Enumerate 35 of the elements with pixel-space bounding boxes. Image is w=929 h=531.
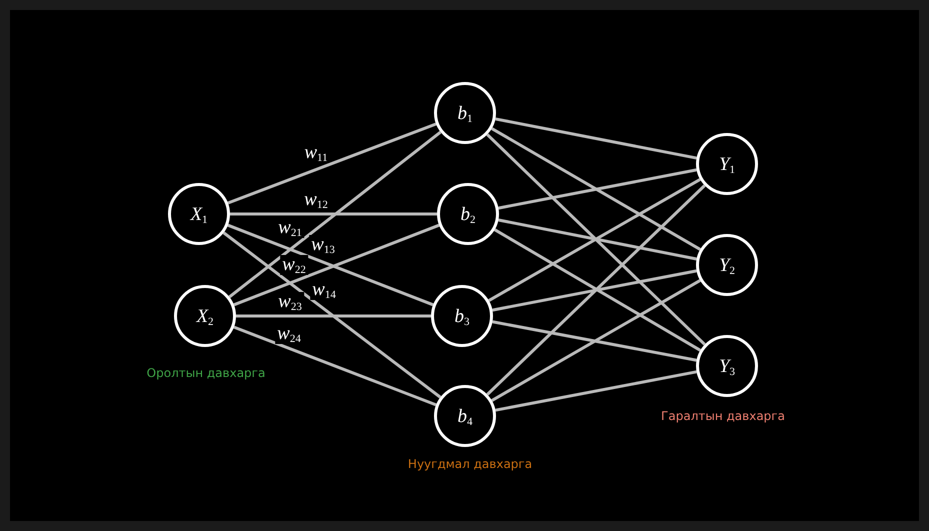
connection-line: [233, 326, 437, 406]
node-label: b$_{1}$: [458, 104, 472, 122]
connection-line: [491, 279, 701, 402]
connection-line: [488, 178, 701, 302]
edge-label: w$_{22}$: [280, 255, 308, 275]
connection-line: [236, 314, 431, 318]
node-label: X$_{1}$: [190, 204, 208, 224]
node-label: b$_{4}$: [458, 406, 472, 426]
neuron-circle: [434, 82, 496, 144]
layer-label: Нуугдмал давхарга: [408, 456, 532, 472]
node-label: Y$_{1}$: [718, 154, 736, 174]
connection-line: [498, 218, 697, 260]
connection-line: [495, 117, 697, 160]
connection-line: [494, 228, 702, 352]
connection-line: [222, 232, 442, 398]
edge-label: w$_{13}$: [309, 235, 337, 255]
connection-line: [486, 133, 706, 346]
connection-line: [230, 212, 437, 216]
layer-label: Оролтын давхарга: [146, 366, 266, 380]
connection-line: [492, 320, 697, 362]
node-label: X$_{2}$: [196, 306, 214, 326]
connection-line: [492, 269, 697, 312]
connection-line: [495, 370, 697, 412]
layer-label: Гаралтын давхарга: [661, 408, 785, 424]
neuron-circle: [434, 385, 496, 447]
edge-label: w$_{23}$: [276, 292, 304, 312]
connection-line: [228, 130, 442, 298]
connection-line: [498, 168, 697, 210]
node-label: Y$_{3}$: [718, 356, 736, 376]
node-label: b$_{2}$: [460, 204, 476, 224]
connection-line: [227, 122, 437, 204]
node-label: b$_{3}$: [454, 306, 470, 326]
connection-line: [491, 127, 701, 251]
node-label: Y$_{2}$: [718, 256, 736, 274]
connection-line: [486, 184, 706, 396]
